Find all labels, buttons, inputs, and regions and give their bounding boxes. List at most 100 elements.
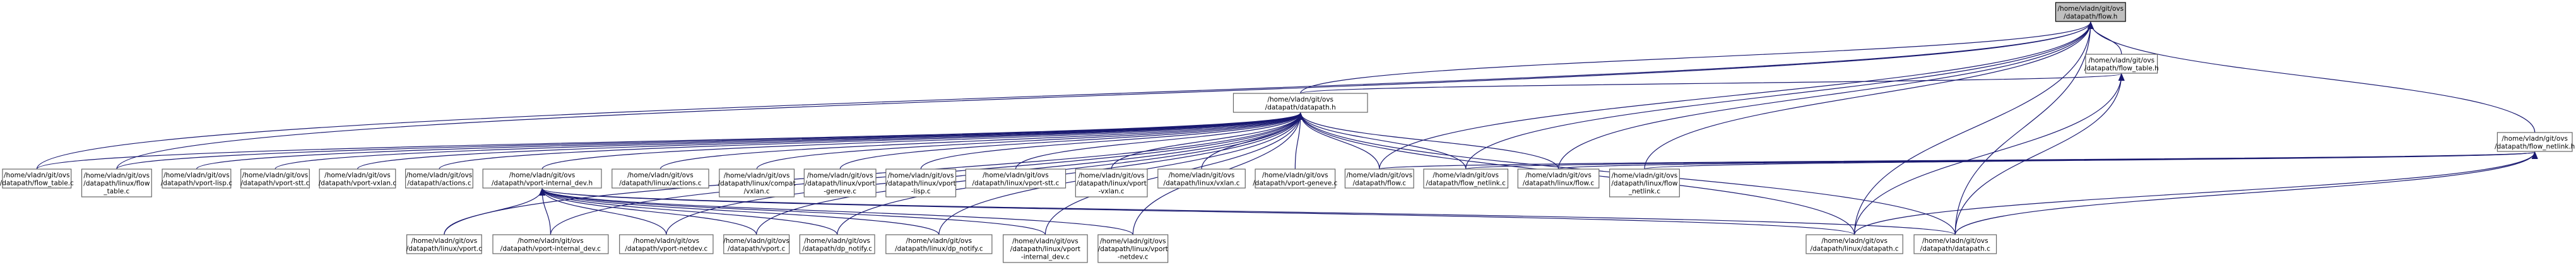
node-dp-notify-c[interactable]: /home/vladn/git/ovs/datapath/dp_notify.c (799, 234, 875, 254)
edge-vport-internal-dev-h-to-datapath-h (541, 112, 1304, 170)
node-box (1097, 234, 1169, 263)
node-linux-actions-c[interactable]: /home/vladn/git/ovs/datapath/linux/actio… (612, 168, 709, 189)
node-flow-table-c[interactable]: /home/vladn/git/ovs/datapath/flow_table.… (0, 168, 74, 189)
edge-linux-dp-notify-c-to-vport-internal-dev-h (539, 188, 940, 235)
node-vport-geneve-c[interactable]: /home/vladn/git/ovs/datapath/vport-genev… (1253, 168, 1338, 189)
node-linux-vport-c[interactable]: /home/vladn/git/ovs/datapath/linux/vport… (406, 234, 483, 254)
node-linux-flow-c[interactable]: /home/vladn/git/ovs/datapath/linux/flow.… (1517, 168, 1600, 189)
edge-linux-flow-netlink-c-to-flow-h (1644, 21, 2094, 170)
node-box (406, 234, 482, 254)
edge-datapath-c-to-flow-h (1954, 21, 2094, 235)
edge-linux-vport-vxlan-c-to-datapath-h (1111, 112, 1304, 170)
edge-vport-netdev-c-to-vport-internal-dev-h (539, 188, 667, 235)
node-vport-lisp-c[interactable]: /home/vladn/git/ovs/datapath/vport-lisp.… (161, 168, 232, 189)
node-box (1805, 234, 1903, 254)
node-label-line: -vxlan.c (1099, 188, 1125, 196)
node-label-line: /datapath/flow_netlink.h (2495, 143, 2575, 150)
node-vport-stt-c[interactable]: /home/vladn/git/ovs/datapath/vport-stt.c (240, 168, 310, 189)
node-vport-netdev-c[interactable]: /home/vladn/git/ovs/datapath/vport-netde… (619, 234, 714, 254)
node-flow-netlink-c[interactable]: /home/vladn/git/ovs/datapath/flow_netlin… (1423, 168, 1509, 189)
node-label-line: /home/vladn/git/ovs (1346, 172, 1412, 179)
node-vport-vxlan-c[interactable]: /home/vladn/git/ovs/datapath/vport-vxlan… (319, 168, 397, 189)
edge-linux-flow-table-c-to-datapath-h (116, 112, 1304, 170)
node-linux-dp-notify-c[interactable]: /home/vladn/git/ovs/datapath/linux/dp_no… (885, 234, 993, 254)
edge-linux-flow-netlink-c-to-flow-netlink-h (1644, 151, 2538, 170)
node-vport-internal-dev-h[interactable]: /home/vladn/git/ovs/datapath/vport-inter… (482, 168, 602, 189)
node-label-line: /datapath/vport-geneve.c (1253, 179, 1337, 187)
edge-datapath-c-to-vport-internal-dev-h (539, 188, 1956, 235)
node-box (1913, 234, 1997, 254)
node-label-line: /home/vladn/git/ovs (1433, 172, 1499, 179)
node-linux-flow-table-c[interactable]: /home/vladn/git/ovs/datapath/linux/flow_… (81, 168, 152, 197)
node-datapath-h[interactable]: /home/vladn/git/ovs/datapath/datapath.h (1232, 93, 1368, 113)
node-label-line: /home/vladn/git/ovs (509, 172, 576, 179)
node-label-line: /home/vladn/git/ovs (724, 172, 790, 180)
edge-flow-c-to-flow-h (1379, 21, 2094, 170)
edge-linux-datapath-c-to-flow-netlink-h (1854, 151, 2538, 235)
edge-dp-notify-c-to-vport-internal-dev-h (539, 188, 838, 235)
node-label-line: /datapath/linux/vxlan.c (1164, 179, 1240, 187)
node-linux-datapath-c[interactable]: /home/vladn/git/ovs/datapath/linux/datap… (1805, 234, 1903, 254)
node-label-line: /datapath/flow.h (2064, 13, 2117, 20)
node-label-line: -lisp.c (911, 188, 931, 196)
node-label-line: /home/vladn/git/ovs (4, 172, 70, 179)
node-linux-vport-lisp-c[interactable]: /home/vladn/git/ovs/datapath/linux/vport… (885, 168, 957, 197)
node-linux-vport-vxlan-c[interactable]: /home/vladn/git/ovs/datapath/linux/vport… (1075, 168, 1148, 197)
node-label-line: /datapath/datapath.h (1265, 103, 1336, 111)
edge-linux-vport-c-to-vport-internal-dev-h (444, 188, 546, 235)
node-vport-internal-dev-c[interactable]: /home/vladn/git/ovs/datapath/vport-inter… (492, 234, 609, 254)
node-linux-flow-netlink-c[interactable]: /home/vladn/git/ovs/datapath/linux/flow_… (1609, 168, 1680, 197)
node-box (885, 234, 993, 254)
node-label-line: /datapath/vport-netdev.c (625, 245, 707, 252)
node-box (482, 168, 602, 189)
node-box (81, 168, 152, 197)
node-flow-netlink-h[interactable]: /home/vladn/git/ovs/datapath/flow_netlin… (2495, 132, 2575, 152)
edge-dp-notify-c-to-datapath-h (837, 112, 1304, 235)
edge-actions-c-to-datapath-h (439, 112, 1304, 170)
node-label-line: /home/vladn/git/ovs (723, 237, 789, 245)
edge-vport-vxlan-c-to-datapath-h (357, 112, 1304, 170)
node-label-line: -internal_dev.c (1021, 254, 1070, 261)
node-box (965, 168, 1066, 189)
node-label-line: /home/vladn/git/ovs (634, 237, 700, 245)
edge-linux-flow-c-to-flow-h (1557, 21, 2094, 170)
edge-linux-vport-lisp-c-to-datapath-h (920, 112, 1304, 170)
node-flow-h: /home/vladn/git/ovs/datapath/flow.h (2055, 2, 2126, 22)
node-linux-vport-stt-c[interactable]: /home/vladn/git/ovs/datapath/linux/vport… (965, 168, 1066, 189)
node-label-line: /datapath/vport-vxlan.c (319, 179, 397, 187)
node-box (240, 168, 310, 189)
node-label-line: /home/vladn/git/ovs (804, 237, 870, 245)
node-label-line: /home/vladn/git/ovs (2058, 5, 2124, 13)
node-box (2, 168, 72, 189)
node-datapath-c[interactable]: /home/vladn/git/ovs/datapath/datapath.c (1913, 234, 1997, 254)
node-label-line: /datapath/linux/datapath.c (1811, 245, 1899, 252)
edge-linux-datapath-c-to-vport-internal-dev-h (539, 188, 1855, 235)
node-label-line: /home/vladn/git/ovs (517, 237, 584, 245)
node-linux-compat-vxlan-c[interactable]: /home/vladn/git/ovs/datapath/linux/compa… (718, 168, 796, 197)
node-label-line: _table.c (103, 188, 129, 196)
node-linux-vport-netdev-c[interactable]: /home/vladn/git/ovs/datapath/linux/vport… (1097, 234, 1169, 263)
node-linux-vport-geneve-c[interactable]: /home/vladn/git/ovs/datapath/linux/vport… (803, 168, 877, 197)
node-linux-vxlan-c[interactable]: /home/vladn/git/ovs/datapath/linux/vxlan… (1157, 168, 1246, 189)
node-label-line: /datapath/linux/vport (886, 180, 956, 187)
node-linux-vport-internal-dev-c[interactable]: /home/vladn/git/ovs/datapath/linux/vport… (1003, 234, 1088, 263)
node-vport-c[interactable]: /home/vladn/git/ovs/datapath/vport.c (723, 234, 790, 254)
node-flow-table-h[interactable]: /home/vladn/git/ovs/datapath/flow_table.… (2084, 54, 2159, 74)
edge-flow-netlink-c-to-flow-h (1465, 21, 2094, 170)
node-box (723, 234, 790, 254)
node-label-line: /home/vladn/git/ovs (1078, 172, 1145, 180)
node-label-line: /home/vladn/git/ovs (1012, 238, 1078, 245)
node-flow-c[interactable]: /home/vladn/git/ovs/datapath/flow.c (1344, 168, 1414, 189)
node-box (1423, 168, 1509, 189)
node-box (885, 168, 957, 197)
node-box (1232, 93, 1368, 113)
node-actions-c[interactable]: /home/vladn/git/ovs/datapath/actions.c (405, 168, 473, 189)
node-label-line: /home/vladn/git/ovs (807, 172, 873, 180)
node-box (2496, 132, 2573, 152)
node-label-line: /datapath/linux/dp_notify.c (895, 245, 983, 252)
node-label-line: /home/vladn/git/ovs (1922, 237, 1988, 245)
edge-vport-c-to-vport-internal-dev-h (539, 188, 757, 235)
node-box (2085, 54, 2158, 74)
node-label-line: /home/vladn/git/ovs (84, 172, 150, 180)
node-label-line: /datapath/linux/compat (718, 180, 796, 187)
